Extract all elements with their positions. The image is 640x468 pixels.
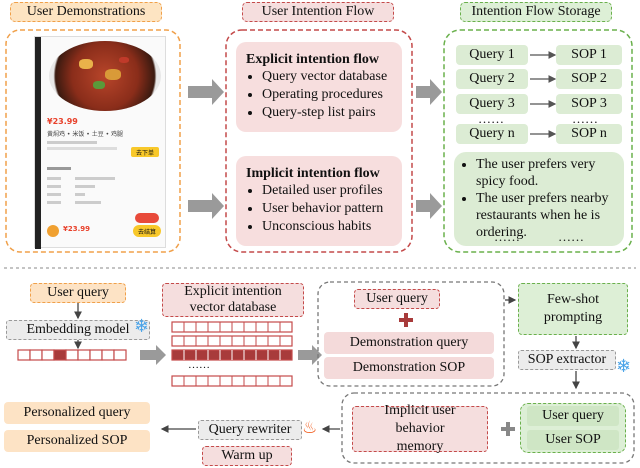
phone-screenshot: ¥23.99 黄焖鸡 • 米饭 • 土豆 • 鸡腿 去下单 ¥23.99 去结算: [34, 36, 166, 249]
explicit-flow-title: Explicit intention flow: [246, 52, 380, 67]
embedding-vector: [17, 349, 127, 361]
implicit-flow-box: Implicit intention flow Detailed user pr…: [236, 156, 402, 246]
user-sop-item: User SOP: [527, 430, 619, 450]
storage-query-3: Query 3: [456, 94, 528, 114]
demo-panel-border: [5, 29, 181, 253]
implicit-item: User behavior pattern: [262, 200, 402, 218]
explicit-item: Operating procedures: [262, 86, 402, 104]
preference-item: The user prefers very spicy food.: [476, 156, 618, 190]
storage-query-1: Query 1: [456, 45, 528, 65]
header-intention-flow-storage: Intention Flow Storage: [460, 2, 612, 22]
sop-extractor-box: SOP extractor: [518, 350, 616, 370]
vector-db-dots: ……: [188, 359, 210, 371]
preference-item: The user prefers nearby restaurants when…: [476, 190, 618, 241]
storage-dots-right: ……: [572, 111, 598, 126]
storage-query-n: Query n: [456, 124, 528, 144]
flow-panel-border: [225, 29, 413, 253]
implicit-flow-title: Implicit intention flow: [246, 166, 380, 181]
personalized-sop-box: Personalized SOP: [4, 430, 150, 452]
storage-sop-2: SOP 2: [556, 69, 622, 89]
implicit-flow-list: Detailed user profiles User behavior pat…: [246, 182, 402, 236]
memory-panel-border: [341, 392, 635, 464]
user-query-sop-group: User query User SOP: [520, 403, 626, 453]
center-panel-border: [317, 281, 505, 387]
storage-sop-1: SOP 1: [556, 45, 622, 65]
block-arrows-top: [188, 79, 442, 219]
storage-sop-3: SOP 3: [556, 94, 622, 114]
demonstration-sop-box: Demonstration SOP: [324, 357, 494, 379]
explicit-vector-db-label: Explicit intention vector database: [162, 283, 304, 317]
preferences-box: The user prefers very spicy food. The us…: [454, 152, 624, 246]
fire-icon: ♨: [302, 418, 318, 438]
phone-cart-icon: [47, 225, 59, 237]
preferences-list: The user prefers very spicy food. The us…: [460, 156, 618, 241]
warm-up-label: Warm up: [202, 446, 292, 466]
phone-total: ¥23.99: [63, 225, 91, 233]
center-user-query: User query: [354, 289, 440, 309]
user-query-item: User query: [527, 406, 619, 426]
implicit-item: Detailed user profiles: [262, 182, 402, 200]
phone-badge: [135, 213, 159, 223]
explicit-item: Query vector database: [262, 68, 402, 86]
header-user-intention-flow: User Intention Flow: [242, 2, 394, 22]
preferences-dots-left: ……: [494, 229, 520, 244]
storage-query-2: Query 2: [456, 69, 528, 89]
storage-dots-left: ……: [478, 111, 504, 126]
user-query-input: User query: [30, 283, 126, 303]
demonstration-query-box: Demonstration query: [324, 332, 494, 354]
implicit-item: Unconscious habits: [262, 218, 402, 236]
implicit-memory-box: Implicit user behavior memory: [352, 403, 488, 454]
embedding-model-box: Embedding model: [6, 320, 150, 340]
plus-icon-center: [399, 313, 413, 327]
phone-price: ¥23.99: [47, 117, 78, 126]
phone-edge: [35, 37, 41, 249]
plus-icon-bottom: [501, 422, 515, 436]
phone-order-button[interactable]: 去下单: [131, 147, 159, 157]
personalized-query-box: Personalized query: [4, 402, 150, 424]
phone-checkout-button[interactable]: 去结算: [133, 225, 161, 237]
food-image: [49, 41, 161, 111]
explicit-flow-box: Explicit intention flow Query vector dat…: [236, 42, 402, 132]
explicit-flow-list: Query vector database Operating procedur…: [246, 68, 402, 122]
phone-item-name: 黄焖鸡 • 米饭 • 土豆 • 鸡腿: [47, 131, 124, 138]
arrow-db-to-center: [298, 345, 322, 365]
storage-panel-border: [443, 29, 633, 253]
vector-db-cells: [183, 322, 281, 386]
explicit-item: Query-step list pairs: [262, 104, 402, 122]
header-user-demonstrations: User Demonstrations: [10, 2, 162, 22]
preferences-dots-right: ……: [558, 229, 584, 244]
arrow-to-db: [140, 345, 166, 365]
storage-sop-n: SOP n: [556, 124, 622, 144]
storage-arrows: [530, 51, 557, 138]
snowflake-icon: ❄: [134, 316, 150, 337]
few-shot-prompting-box: Few-shot prompting: [518, 283, 628, 335]
query-rewriter-box: Query rewriter: [198, 420, 302, 440]
snowflake-icon: ❄: [616, 356, 632, 377]
